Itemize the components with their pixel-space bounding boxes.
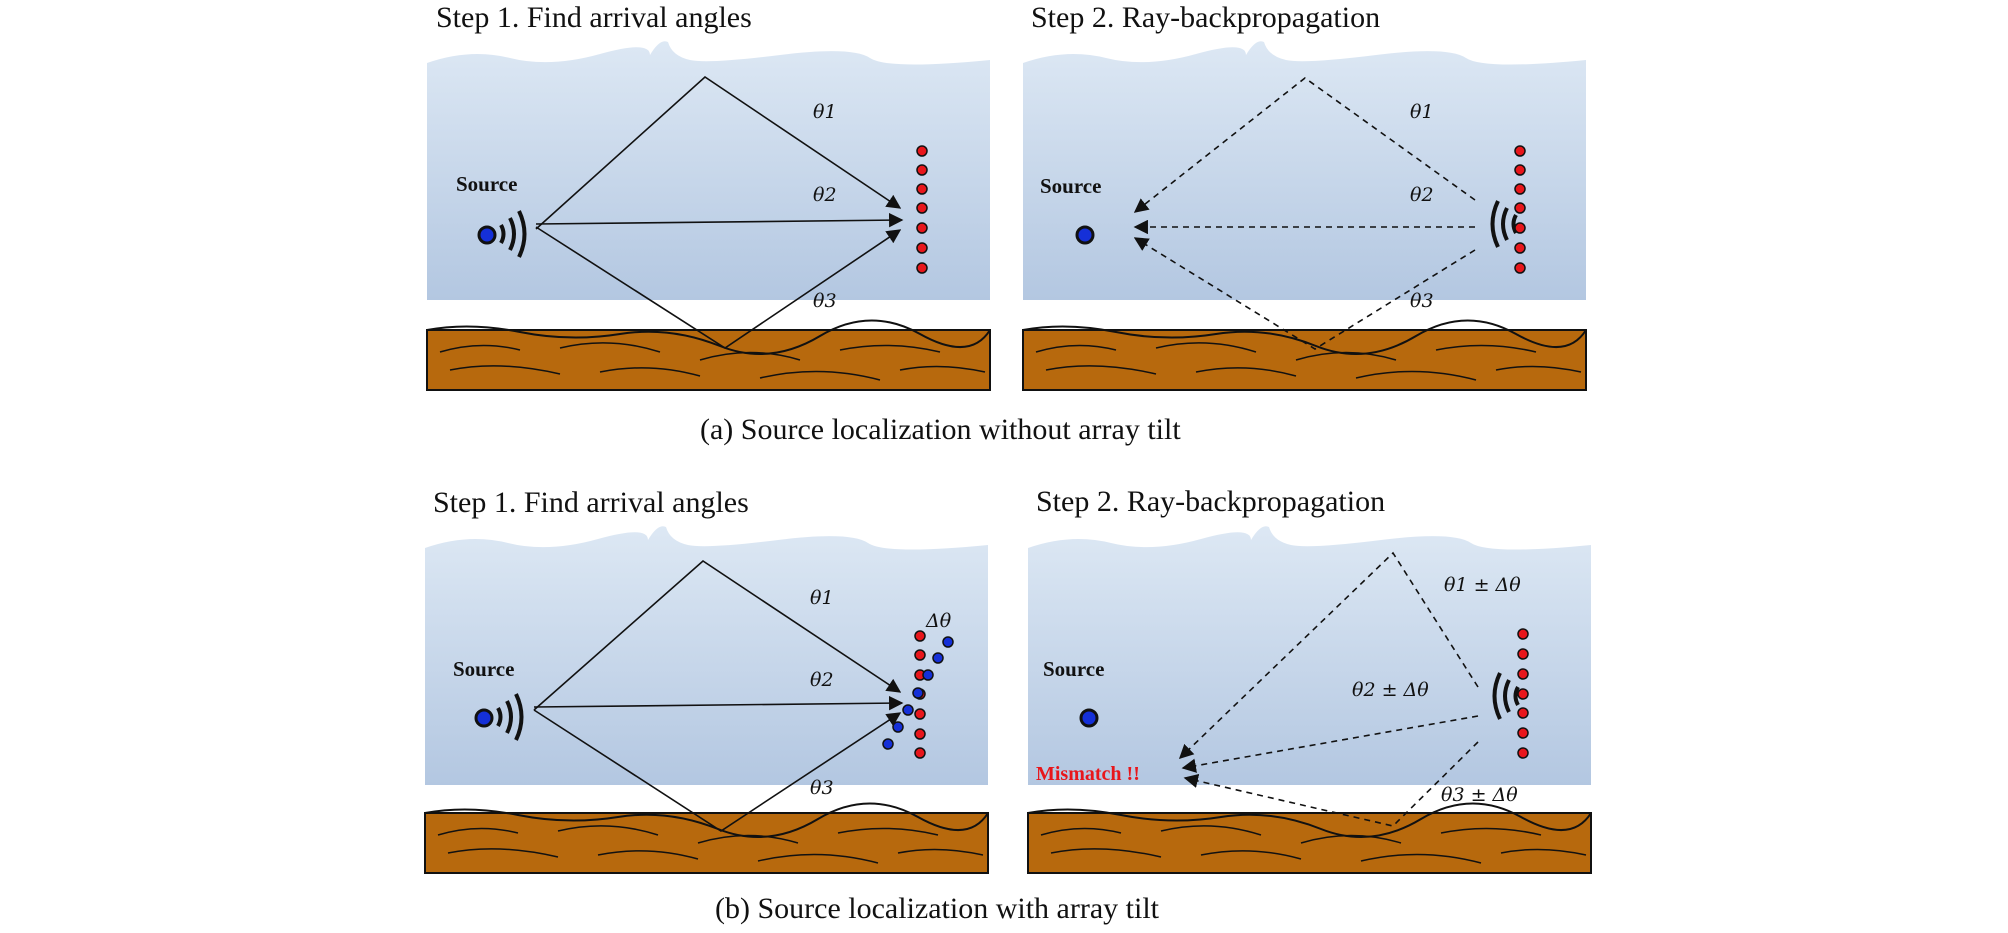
direct-ray xyxy=(533,695,904,711)
sound-wave-reverse-icon xyxy=(1490,200,1518,248)
delta-theta-label: Δθ xyxy=(925,610,952,632)
backprop-surface-ray xyxy=(1133,76,1476,213)
source-label: Source xyxy=(1043,657,1104,681)
theta3-label: θ3 xyxy=(813,290,837,312)
backprop-direct-ray xyxy=(1181,715,1479,773)
backprop-bottom-ray xyxy=(1133,237,1476,350)
seabed xyxy=(424,802,989,874)
sea-water xyxy=(425,526,988,785)
theta3-label: θ3 xyxy=(810,777,834,799)
sound-wave-reverse-icon xyxy=(1492,672,1520,720)
sound-wave-icon xyxy=(496,693,524,741)
surface-ray xyxy=(535,75,902,230)
theta3-label: θ3 ± Δθ xyxy=(1441,784,1518,806)
theta1-label: θ1 xyxy=(1410,101,1434,123)
panel-a-step1: Step 1. Find arrival angles Source θ1 θ2… xyxy=(426,1,991,391)
seabed xyxy=(426,319,991,391)
source-dot xyxy=(1079,708,1099,728)
source-dot xyxy=(474,708,494,728)
caption-b: (b) Source localization with array tilt xyxy=(715,892,1160,925)
direct-ray xyxy=(535,212,904,228)
theta1-label: θ1 xyxy=(810,587,834,609)
seabed xyxy=(1027,802,1592,874)
backprop-surface-ray xyxy=(1178,551,1479,759)
sea-water xyxy=(1028,526,1591,785)
surface-ray xyxy=(533,559,902,711)
panel-title: Step 1. Find arrival angles xyxy=(436,1,752,34)
theta3-label: θ3 xyxy=(1410,290,1434,312)
panel-b-step1: Step 1. Find arrival angles Source θ1 θ2… xyxy=(424,486,989,874)
mismatch-label: Mismatch !! xyxy=(1036,763,1140,785)
seabed xyxy=(1022,319,1587,391)
panel-a-step2: Step 2. Ray-backpropagation Source θ1 θ2… xyxy=(1022,1,1587,391)
hydrophone-array xyxy=(1514,145,1526,274)
hydrophone-array xyxy=(1517,628,1529,759)
bottom-ray xyxy=(535,226,902,349)
sea-water xyxy=(1023,41,1586,300)
theta2-label: θ2 ± Δθ xyxy=(1352,679,1429,701)
source-label: Source xyxy=(1040,174,1101,198)
source-dot xyxy=(477,225,497,245)
theta1-label: θ1 ± Δθ xyxy=(1444,574,1521,596)
theta2-label: θ2 xyxy=(810,669,834,691)
theta1-label: θ1 xyxy=(813,101,837,123)
panel-title: Step 1. Find arrival angles xyxy=(433,486,749,519)
hydrophone-array xyxy=(916,145,928,274)
caption-a: (a) Source localization without array ti… xyxy=(700,413,1181,446)
panel-title: Step 2. Ray-backpropagation xyxy=(1036,485,1385,518)
sound-wave-icon xyxy=(499,210,527,258)
source-label: Source xyxy=(453,657,514,681)
source-label: Source xyxy=(456,172,517,196)
panel-b-step2: Step 2. Ray-backpropagation Source Misma… xyxy=(1027,485,1592,874)
panel-title: Step 2. Ray-backpropagation xyxy=(1031,1,1380,34)
sea-water xyxy=(427,41,990,300)
theta2-label: θ2 xyxy=(1410,184,1434,206)
theta2-label: θ2 xyxy=(813,184,837,206)
source-dot xyxy=(1075,225,1095,245)
tilted-hydrophone-array xyxy=(882,636,954,750)
bottom-ray xyxy=(533,709,902,832)
